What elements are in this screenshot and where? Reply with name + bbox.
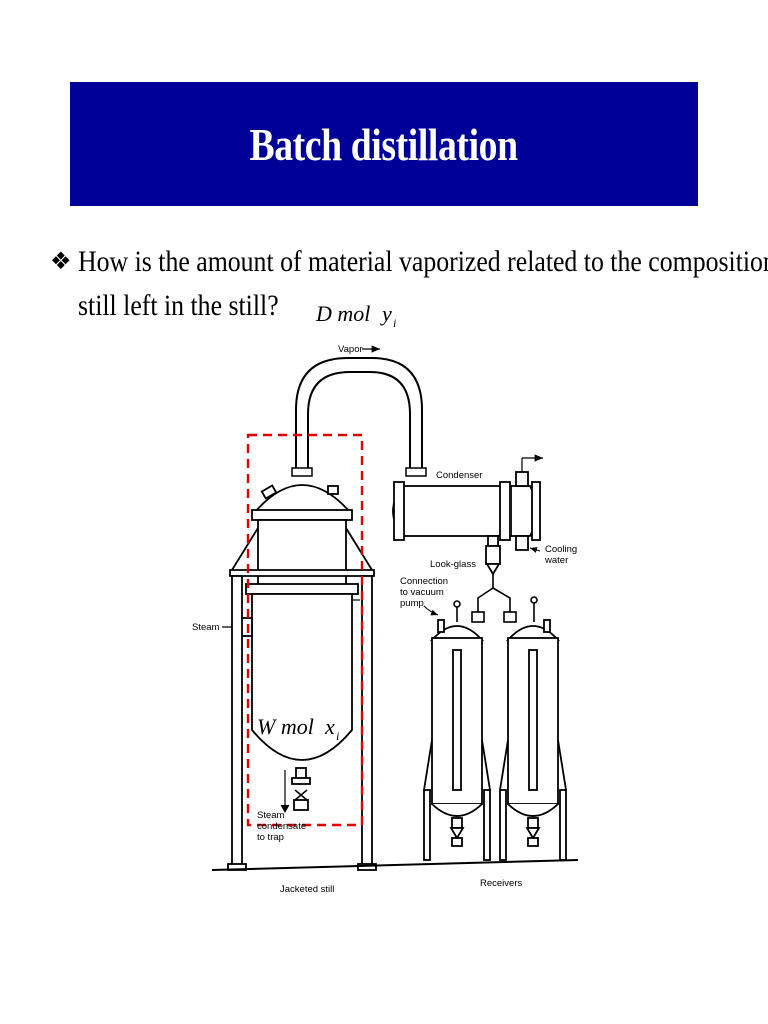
distillate-mol-text: D mol — [315, 301, 370, 326]
vapor-label: Vapor — [338, 344, 363, 355]
receiver-left — [423, 619, 491, 861]
diamond-bullet-icon: ❖ — [50, 249, 72, 275]
distillate-var: y — [380, 301, 392, 326]
system-boundary — [246, 433, 364, 827]
still-contents-label: W mol x i — [257, 714, 339, 743]
still-mol-text: W mol — [257, 714, 314, 739]
receivers-caption: Receivers — [480, 878, 522, 889]
cooling-label-2: water — [544, 555, 568, 566]
distillate-label: D mol y i — [315, 301, 396, 330]
steam-condensate-label-1: Steam — [257, 810, 285, 821]
condenser — [392, 454, 543, 576]
steam-condensate-label-3: to trap — [257, 832, 284, 843]
cooling-label-1: Cooling — [545, 544, 577, 555]
receiver-piping — [453, 574, 538, 623]
still-var: x — [324, 714, 335, 739]
steam-label: Steam — [192, 622, 220, 633]
connection-label-1: Connection — [400, 576, 448, 587]
title-band: Batch distillation — [70, 82, 698, 206]
still-support — [227, 527, 377, 871]
bullet-text-line2: still left in the still? — [78, 289, 279, 322]
jacketed-still-caption: Jacketed still — [280, 884, 334, 895]
condenser-label: Condenser — [436, 470, 482, 481]
vapor-pipe — [295, 357, 423, 468]
slide-title: Batch distillation — [249, 118, 519, 170]
receiver-right — [499, 619, 567, 861]
connection-label-3: pump — [400, 598, 424, 609]
bullet-point: ❖ How is the amount of material vaporize… — [50, 240, 768, 328]
distillate-sub: i — [393, 316, 396, 330]
still-sub: i — [336, 729, 339, 743]
connection-label-2: to vacuum — [400, 587, 444, 598]
steam-condensate-label-2: condensate — [257, 821, 306, 832]
look-glass-label: Look-glass — [430, 559, 476, 570]
floor-line — [211, 859, 579, 871]
bullet-text-line1: How is the amount of material vaporized … — [78, 245, 768, 278]
